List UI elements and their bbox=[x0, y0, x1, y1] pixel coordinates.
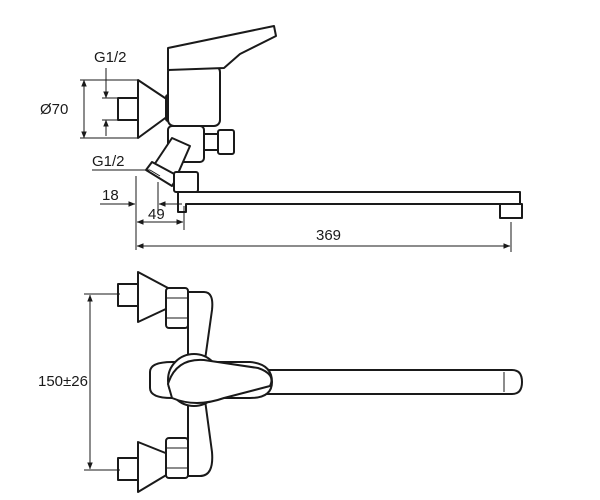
side-view bbox=[117, 25, 523, 219]
bottom-escutcheon bbox=[137, 441, 169, 493]
side-dimensions bbox=[80, 68, 512, 252]
wall-pipe-stub bbox=[117, 97, 139, 121]
swivel-nut bbox=[173, 171, 199, 193]
aerator bbox=[499, 203, 523, 219]
label-spout-length: 369 bbox=[316, 227, 341, 244]
top-escutcheon bbox=[137, 271, 169, 323]
top-pipe-stub bbox=[117, 283, 139, 307]
top-hex-nut bbox=[165, 287, 189, 329]
diverter-knob bbox=[203, 133, 219, 151]
valve-body bbox=[167, 65, 221, 127]
front-lever-blade bbox=[167, 358, 273, 404]
lever-handle bbox=[167, 25, 277, 71]
label-diameter: Ø70 bbox=[40, 101, 68, 118]
bottom-hex-nut bbox=[165, 437, 189, 479]
label-thread-top: G1/2 bbox=[94, 49, 127, 66]
label-offset-short: 18 bbox=[102, 187, 119, 204]
front-dimensions bbox=[84, 293, 120, 471]
front-view bbox=[117, 271, 523, 493]
label-center-distance: 150±26 bbox=[38, 373, 88, 390]
label-offset-long: 49 bbox=[148, 206, 165, 223]
front-spout bbox=[199, 369, 523, 395]
escutcheon bbox=[137, 79, 169, 139]
label-thread-bottom: G1/2 bbox=[92, 153, 125, 170]
bottom-pipe-stub bbox=[117, 457, 139, 481]
diverter-cap bbox=[217, 129, 235, 155]
spout bbox=[177, 191, 521, 213]
